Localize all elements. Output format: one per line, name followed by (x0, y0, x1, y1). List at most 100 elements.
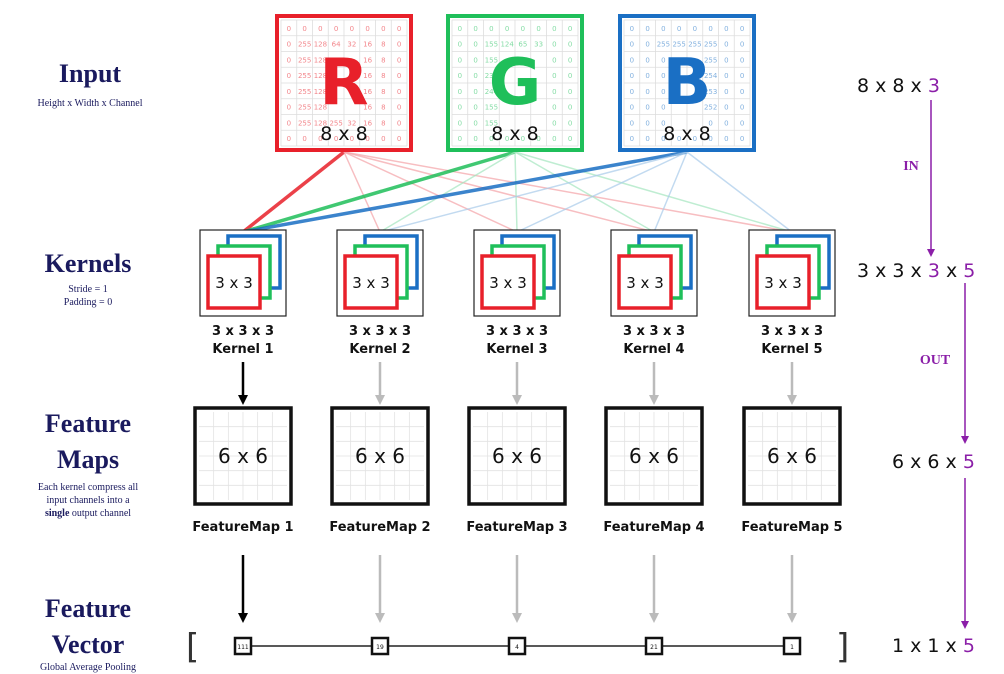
pixel-value: 0 (568, 72, 572, 80)
kernel-size: 3 x 3 (352, 274, 390, 292)
pixel-value: 0 (740, 41, 744, 49)
pixel-value: 0 (693, 25, 697, 33)
pixel-value: 255 (688, 41, 701, 49)
pixel-value: 0 (397, 72, 401, 80)
pixel-value: 0 (473, 72, 477, 80)
pixel-value: 0 (287, 72, 291, 80)
dim-kernels: 3 x 3 x 3 x 5 (857, 260, 975, 282)
kernel-channel-square (617, 254, 673, 310)
pixel-value: 0 (568, 56, 572, 64)
channel-letter: R (319, 46, 368, 120)
pixel-value: 255 (672, 41, 685, 49)
pixel-value: 8 (381, 119, 385, 127)
pixel-value: 0 (397, 25, 401, 33)
dim-input-highlight: 3 (928, 75, 940, 97)
pixel-value: 0 (568, 41, 572, 49)
pixel-value: 0 (630, 104, 634, 112)
pixel-value: 0 (552, 135, 556, 143)
pixel-value: 0 (473, 119, 477, 127)
connection-line (343, 151, 793, 233)
pixel-value: 0 (645, 72, 649, 80)
pixel-value: 0 (473, 104, 477, 112)
pixel-value: 0 (630, 41, 634, 49)
pixel-value: 128 (314, 88, 327, 96)
kernel-name: Kernel 4 (623, 342, 684, 357)
pixel-value: 0 (645, 25, 649, 33)
feature-map-size: 6 x 6 (492, 444, 542, 468)
pixel-value: 255 (704, 41, 717, 49)
pixel-value: 0 (645, 41, 649, 49)
pixel-value: 0 (740, 88, 744, 96)
kernel-dims: 3 x 3 x 3 (349, 324, 411, 339)
pixel-value: 16 (363, 104, 372, 112)
feature-map-name: FeatureMap 4 (603, 520, 704, 535)
pixel-value: 252 (704, 104, 717, 112)
kernel-channel-square (206, 254, 262, 310)
pixel-value: 0 (677, 135, 681, 143)
vector-node (782, 636, 802, 656)
connection-line (686, 151, 793, 233)
vector-value: 4 (515, 644, 519, 651)
pixel-value: 128 (314, 104, 327, 112)
dim-kernels-base: 3 x 3 x (857, 260, 928, 282)
feature-vector-title-2: Vector (52, 630, 125, 659)
pixel-value: 0 (334, 135, 338, 143)
pixel-value: 0 (645, 88, 649, 96)
kernel-size: 3 x 3 (764, 274, 802, 292)
pixel-value: 8 (381, 56, 385, 64)
pixel-value: 0 (287, 104, 291, 112)
pixel-value: 65 (518, 41, 527, 49)
pixel-value: 255 (298, 104, 311, 112)
vector-value: 111 (237, 644, 249, 651)
pixel-value: 0 (334, 25, 338, 33)
feature-vector-title-1: Feature (45, 594, 131, 623)
kernels-stride: Stride = 1 (68, 284, 108, 295)
dim-input: 8 x 8 x 3 (857, 75, 940, 97)
kernel-size: 3 x 3 (489, 274, 527, 292)
pixel-value: 0 (693, 135, 697, 143)
dim-fm-highlight: 5 (963, 451, 975, 473)
connection-line (514, 151, 518, 233)
vector-node (507, 636, 527, 656)
feature-map-name: FeatureMap 5 (741, 520, 842, 535)
pixel-value: 0 (536, 25, 540, 33)
pixel-value: 0 (397, 56, 401, 64)
kernel-size: 3 x 3 (215, 274, 253, 292)
pixel-value: 255 (657, 41, 670, 49)
pixel-value: 32 (347, 41, 356, 49)
feature-map-name: FeatureMap 2 (329, 520, 430, 535)
pixel-value: 0 (489, 25, 493, 33)
feature-map-size: 6 x 6 (767, 444, 817, 468)
right-dimensions: 8 x 8 x 3 3 x 3 x 3 x 5 6 x 6 x 5 1 x 1 … (857, 75, 975, 657)
pixel-value: 128 (314, 41, 327, 49)
kernel-channel-square (755, 254, 811, 310)
in-label: IN (903, 159, 919, 174)
feature-map-size: 6 x 6 (355, 444, 405, 468)
feature-map-size: 6 x 6 (218, 444, 268, 468)
pixel-value: 0 (661, 135, 665, 143)
pixel-value: 0 (458, 104, 462, 112)
feature-maps-title-1: Feature (45, 409, 131, 438)
connection-line (653, 151, 688, 233)
connection-line (242, 150, 516, 234)
pixel-value: 128 (314, 56, 327, 64)
pixel-value: 0 (473, 25, 477, 33)
pixel-value: 0 (381, 135, 385, 143)
kernel-size: 3 x 3 (626, 274, 664, 292)
out-label: OUT (920, 353, 951, 368)
pixel-value: 0 (458, 88, 462, 96)
connection-line (343, 151, 518, 233)
pixel-value: 8 (381, 104, 385, 112)
pixel-value: 0 (458, 135, 462, 143)
output-channel-text: output channel (69, 508, 131, 519)
pixel-value: 0 (630, 88, 634, 96)
